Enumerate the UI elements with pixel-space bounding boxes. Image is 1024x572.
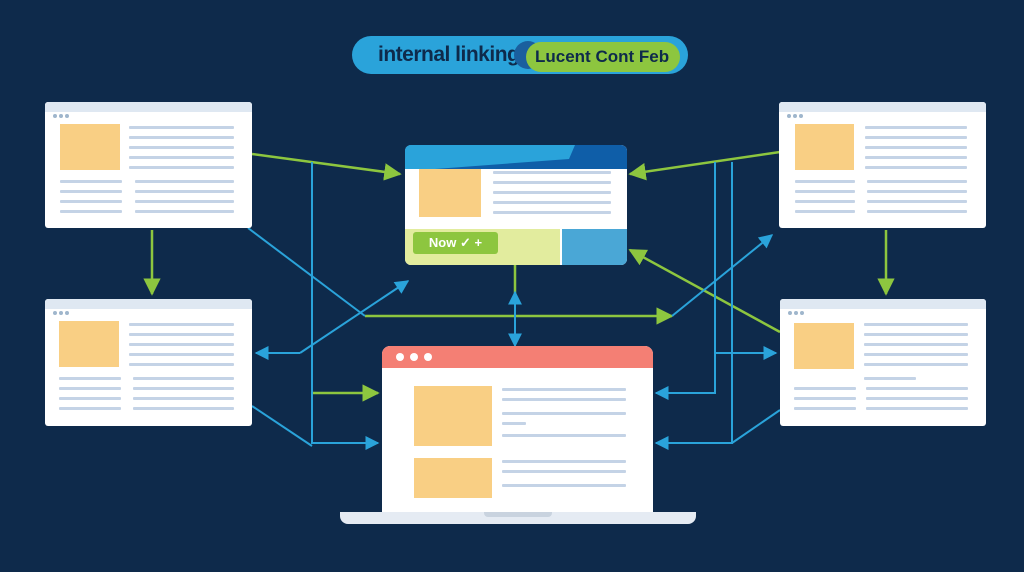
page-card-top-right: [779, 102, 986, 228]
image-placeholder: [414, 458, 492, 498]
window-dot-icon: [396, 353, 404, 361]
window-dots-icon: [53, 302, 71, 320]
arrow-tl-to-center: [251, 152, 402, 181]
laptop-base: [340, 512, 696, 524]
page-card-mid-left: [45, 299, 252, 426]
arrow-tr-to-center: [628, 150, 781, 181]
page-card-mid-right: [780, 299, 986, 426]
browser-bar: [382, 346, 653, 368]
page-card-center: [405, 145, 627, 265]
window-bar: [45, 299, 252, 309]
window-dots-icon: [787, 105, 805, 123]
arrow-vert-left: [311, 162, 380, 450]
footer-block: [562, 229, 627, 265]
image-placeholder: [414, 386, 492, 446]
window-dots-icon: [788, 302, 806, 320]
laptop-screen: [382, 346, 653, 512]
arrow-to-tr: [671, 234, 774, 317]
window-dot-icon: [410, 353, 418, 361]
image-placeholder: [60, 124, 120, 170]
laptop-notch: [484, 512, 552, 517]
arrow-tl-diag: [247, 227, 366, 317]
green-arrows: [143, 150, 895, 402]
now-button[interactable]: Now ✓ +: [413, 232, 498, 254]
page-card-top-left: [45, 102, 252, 228]
subtitle-badge: Lucent Cont Feb: [526, 42, 680, 72]
arrow-to-center-left: [299, 280, 410, 354]
blue-arrows: [247, 162, 781, 450]
arrow-vert-right: [654, 162, 716, 400]
window-bar: [779, 102, 986, 112]
arrow-vert-right-2: [654, 162, 733, 450]
arrow-mr-diag: [731, 409, 781, 444]
window-bar: [780, 299, 986, 309]
image-placeholder: [59, 321, 119, 367]
arrow-mr-to-center: [628, 248, 781, 334]
subtitle-text: Lucent Cont Feb: [535, 47, 670, 66]
window-dot-icon: [424, 353, 432, 361]
arrow-ml-diag: [251, 405, 313, 447]
banner-accent: [405, 145, 575, 169]
window-dots-icon: [53, 105, 71, 123]
window-bar: [45, 102, 252, 112]
image-placeholder: [794, 323, 854, 369]
image-placeholder: [795, 124, 854, 170]
title-text: internal linking: [378, 43, 520, 66]
image-placeholder: [419, 169, 481, 217]
